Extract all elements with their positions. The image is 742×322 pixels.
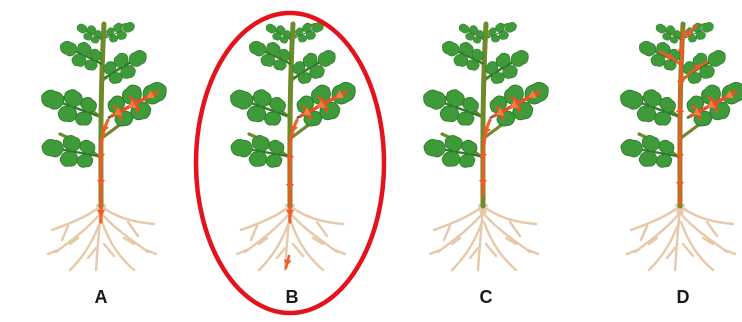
plant-body xyxy=(35,16,175,270)
leaf xyxy=(421,129,483,173)
leaf xyxy=(618,129,680,173)
leaf xyxy=(224,78,293,133)
arrow-icon xyxy=(676,182,684,188)
leaf xyxy=(39,129,101,173)
leaf xyxy=(102,16,138,47)
leaf xyxy=(614,78,683,133)
arrow-icon xyxy=(479,180,487,186)
tomato-plant-icon xyxy=(587,8,742,288)
option-label-d: D xyxy=(663,287,703,308)
leaf xyxy=(678,69,742,135)
option-label-b: B xyxy=(272,287,312,308)
leaf xyxy=(291,16,327,47)
plant-body xyxy=(417,16,557,270)
arrow-icon xyxy=(286,184,294,190)
arrow-icon xyxy=(286,156,294,162)
arrow-icon xyxy=(97,180,105,186)
roots xyxy=(627,204,735,270)
option-label-a: A xyxy=(81,287,121,308)
leaf xyxy=(681,16,717,47)
tomato-plant-icon xyxy=(390,8,576,288)
leaf xyxy=(484,16,520,47)
plant-option-a[interactable] xyxy=(8,8,194,288)
leaf xyxy=(35,78,104,133)
option-label-c: C xyxy=(466,287,506,308)
tomato-plant-icon xyxy=(8,8,194,288)
plant-option-b[interactable] xyxy=(197,8,383,288)
leaf xyxy=(228,129,290,173)
plant-option-c[interactable] xyxy=(390,8,576,288)
roots xyxy=(430,204,538,270)
plant-option-d[interactable] xyxy=(587,8,742,288)
plant-body xyxy=(614,16,742,270)
leaf xyxy=(417,78,486,133)
tomato-plant-icon xyxy=(197,8,383,288)
plant-body xyxy=(224,16,364,270)
flow-markers-a xyxy=(97,84,161,222)
